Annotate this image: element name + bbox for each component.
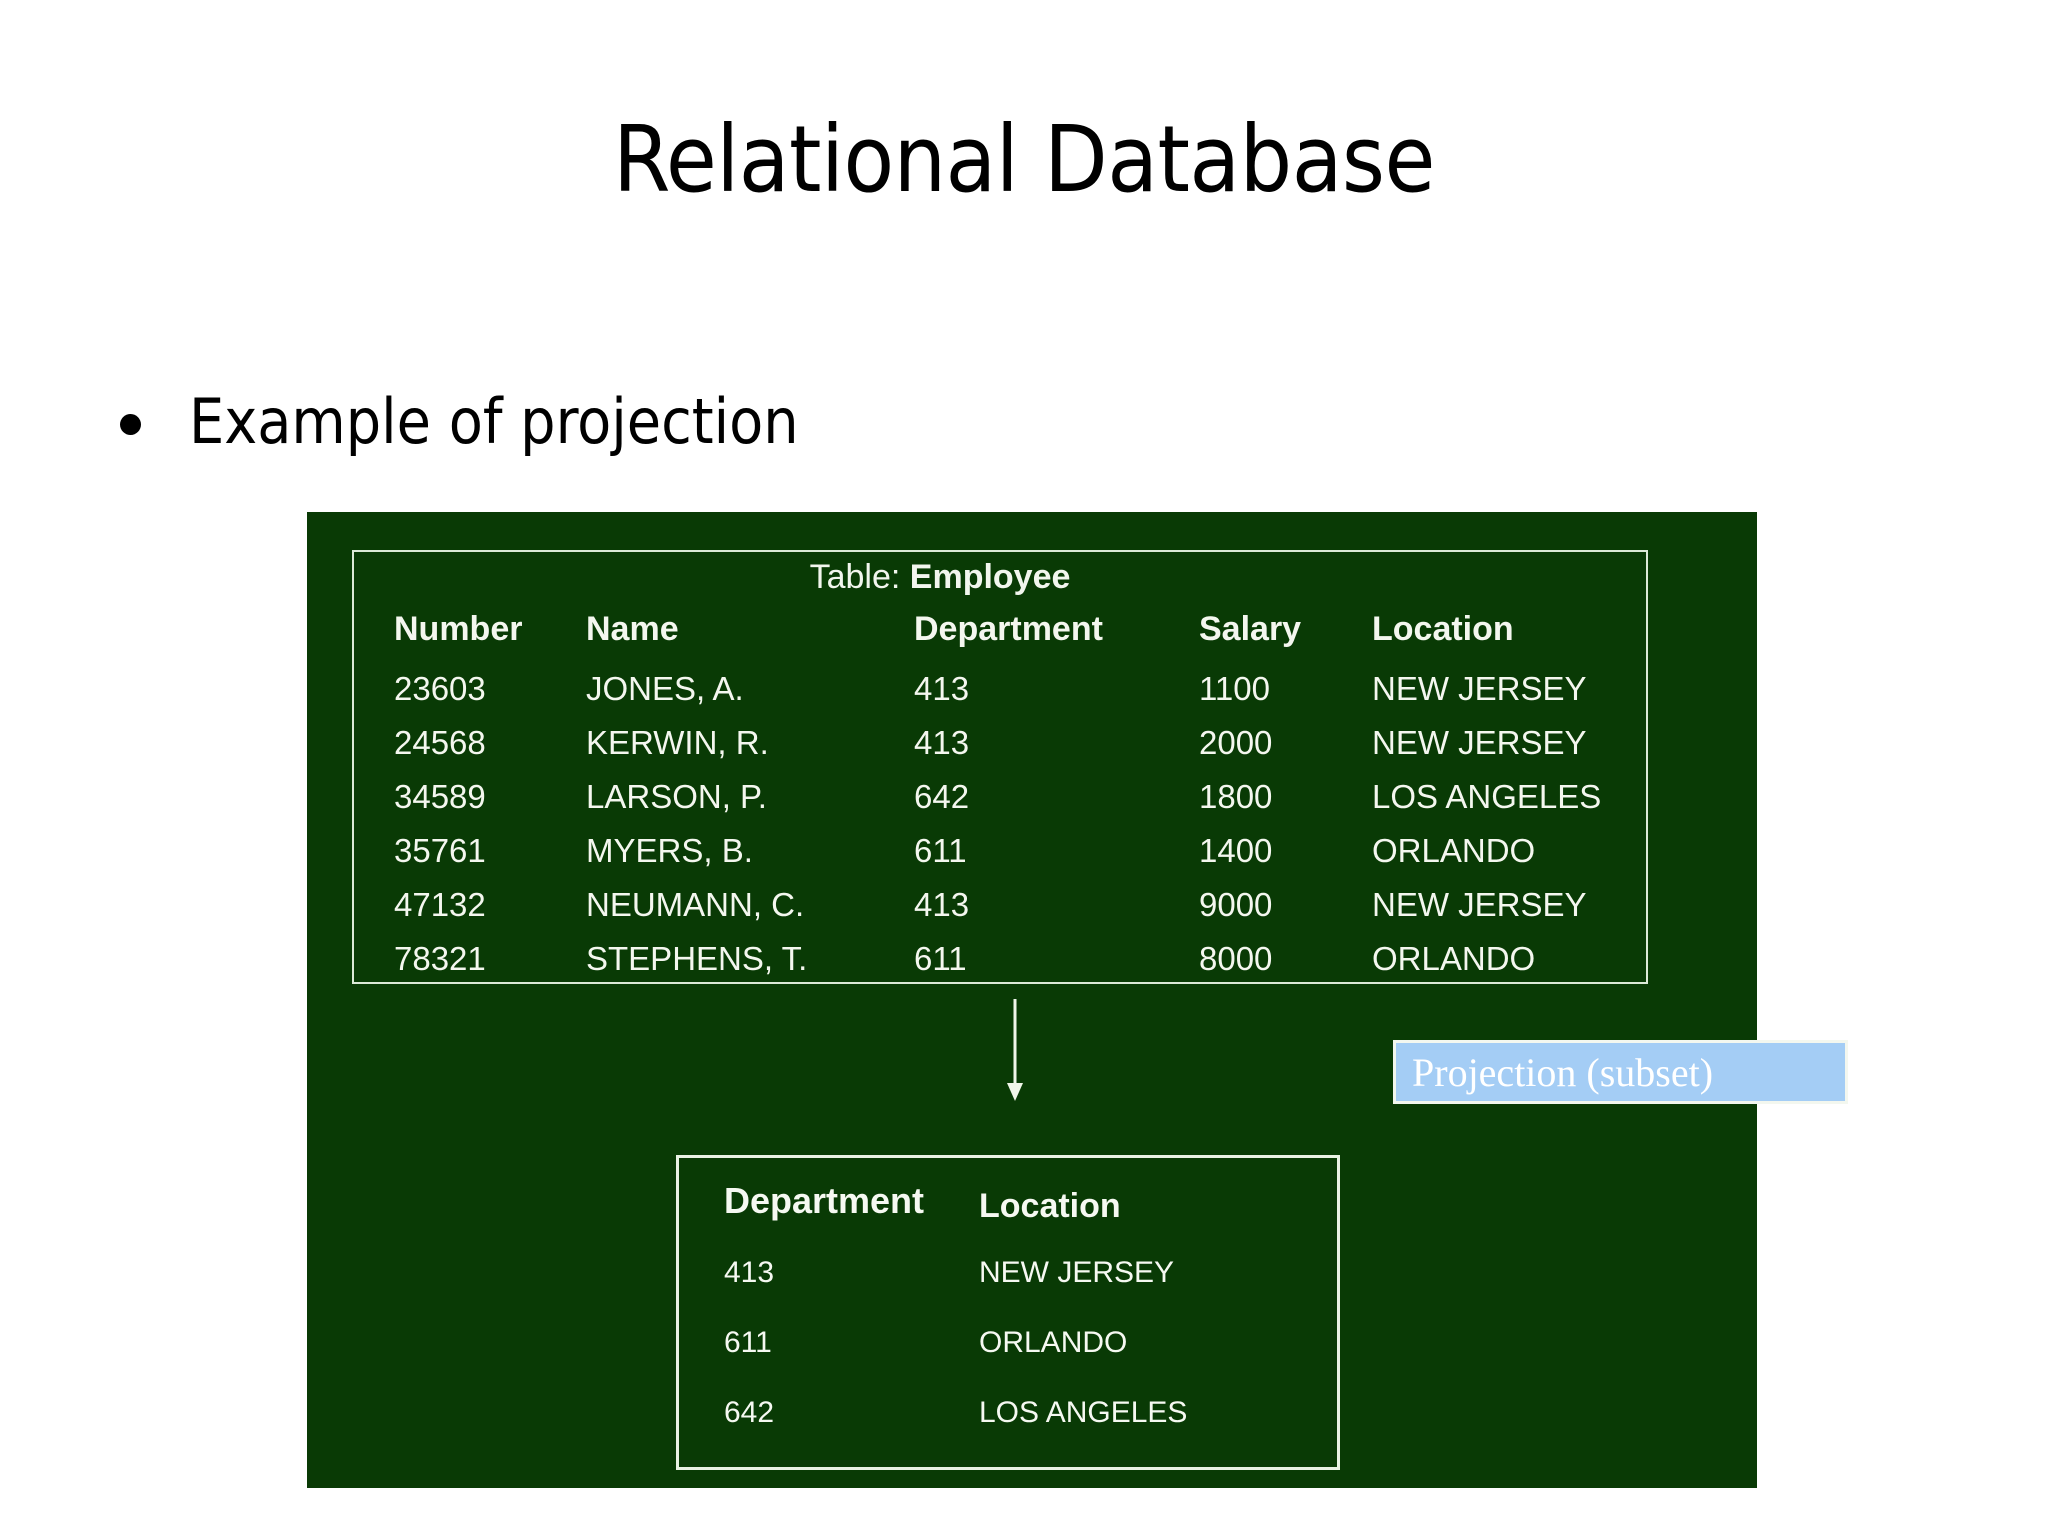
table-row: 24568 KERWIN, R. 413 2000 NEW JERSEY [354, 724, 1646, 778]
table-row: 35761 MYERS, B. 611 1400 ORLANDO [354, 832, 1646, 886]
column-header-salary: Salary [1199, 610, 1302, 648]
cell-department: 413 [914, 670, 970, 707]
table-row: 611 ORLANDO [679, 1326, 1337, 1378]
cell-number: 24568 [394, 724, 486, 761]
cell-number: 47132 [394, 886, 486, 923]
table-row: 413 NEW JERSEY [679, 1256, 1337, 1308]
cell-salary: 2000 [1199, 724, 1273, 761]
projection-result-table: Department Location 413 NEW JERSEY 611 O… [676, 1155, 1340, 1470]
employee-caption-label: Table: [809, 558, 901, 596]
cell-salary: 9000 [1199, 886, 1273, 923]
table-row: 47132 NEUMANN, C. 413 9000 NEW JERSEY [354, 886, 1646, 940]
column-header-location: Location [979, 1187, 1121, 1225]
column-header-department: Department [724, 1180, 925, 1221]
cell-number: 35761 [394, 832, 486, 869]
cell-number: 34589 [394, 778, 486, 815]
table-row: 34589 LARSON, P. 642 1800 LOS ANGELES [354, 778, 1646, 832]
cell-salary: 1100 [1199, 670, 1270, 707]
bullet-dot-icon [120, 414, 141, 435]
cell-location: LOS ANGELES [1372, 778, 1602, 815]
column-header-location: Location [1372, 610, 1514, 648]
cell-department: 413 [914, 724, 970, 761]
cell-location: NEW JERSEY [1372, 886, 1587, 923]
cell-department: 611 [724, 1326, 772, 1359]
cell-name: STEPHENS, T. [586, 940, 808, 977]
bullet-item-label: Example of projection [189, 385, 799, 458]
down-arrow-icon [1007, 999, 1023, 1101]
table-row: 642 LOS ANGELES [679, 1396, 1337, 1448]
projection-callout-label: Projection (subset) [1412, 1049, 1714, 1095]
cell-department: 642 [914, 778, 970, 815]
bullet-list-item: Example of projection [120, 386, 799, 457]
cell-name: LARSON, P. [586, 778, 767, 815]
cell-location: NEW JERSEY [1372, 670, 1587, 707]
cell-name: NEUMANN, C. [586, 886, 805, 923]
cell-location: NEW JERSEY [1372, 724, 1587, 761]
employee-table-caption: Table: Employee [294, 558, 1586, 597]
cell-name: KERWIN, R. [586, 724, 769, 761]
cell-location: NEW JERSEY [979, 1256, 1175, 1289]
cell-department: 611 [914, 940, 967, 977]
cell-location: ORLANDO [1372, 832, 1536, 869]
table-header-row: Number Name Department Salary Location [354, 610, 1646, 664]
column-header-name: Name [586, 610, 679, 648]
cell-salary: 8000 [1199, 940, 1273, 977]
cell-department: 413 [724, 1256, 775, 1289]
table-row: 23603 JONES, A. 413 1100 NEW JERSEY [354, 670, 1646, 724]
cell-salary: 1800 [1199, 778, 1273, 815]
cell-location: LOS ANGELES [979, 1396, 1188, 1429]
cell-name: JONES, A. [586, 670, 744, 707]
table-header-row: Department Location [679, 1180, 1337, 1232]
projection-diagram-panel: Table: Employee Number Name Department S… [307, 512, 1848, 1488]
cell-number: 23603 [394, 670, 486, 707]
cell-salary: 1400 [1199, 832, 1273, 869]
employee-caption-name: Employee [909, 558, 1071, 596]
cell-location: ORLANDO [979, 1326, 1128, 1359]
cell-department: 611 [914, 832, 967, 869]
cell-department: 642 [724, 1396, 775, 1429]
cell-name: MYERS, B. [586, 832, 753, 869]
column-header-department: Department [914, 610, 1103, 648]
employee-table: Table: Employee Number Name Department S… [352, 550, 1648, 984]
projection-callout: Projection (subset) [1393, 1040, 1848, 1104]
cell-location: ORLANDO [1372, 940, 1536, 977]
cell-number: 78321 [394, 940, 486, 977]
column-header-number: Number [394, 610, 523, 648]
page-title: Relational Database [612, 106, 1436, 213]
cell-department: 413 [914, 886, 970, 923]
table-row: 78321 STEPHENS, T. 611 8000 ORLANDO [354, 940, 1646, 994]
